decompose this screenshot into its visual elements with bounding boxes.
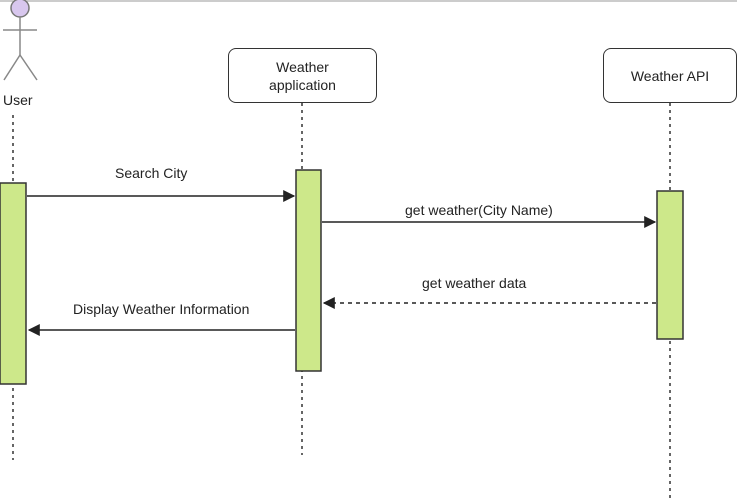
weather-api-label: Weather API <box>630 67 710 84</box>
get-weather-label: get weather(City Name) <box>405 202 553 218</box>
actor-right-leg <box>19 54 38 81</box>
user-activation-bar <box>0 182 27 385</box>
weather-app-activation-bar <box>295 169 322 372</box>
weather-app-label-line1: Weather <box>276 58 329 75</box>
weather-app-participant-box: Weather application <box>228 48 377 103</box>
actor-head <box>10 0 30 18</box>
weather-api-participant-box: Weather API <box>603 48 737 103</box>
weather-api-activation-bar <box>656 190 684 340</box>
search-city-label: Search City <box>115 165 188 181</box>
weather-app-label-line2: application <box>269 76 336 93</box>
user-actor-figure <box>3 0 38 81</box>
get-weather-data-label: get weather data <box>422 275 527 291</box>
user-actor-label: User <box>3 92 33 108</box>
display-info-label: Display Weather Information <box>73 301 250 317</box>
actor-left-leg <box>3 54 21 81</box>
